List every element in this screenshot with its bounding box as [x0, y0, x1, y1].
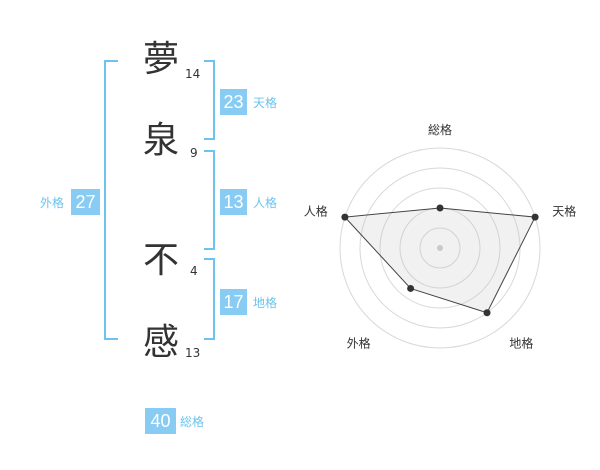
soukaku-badge: 40 [145, 408, 176, 434]
soukaku-label: 総格 [180, 415, 205, 429]
name-char-2: 泉 [143, 120, 180, 161]
tenkaku-badge: 23 [220, 89, 247, 115]
chikaku-badge: 17 [220, 289, 247, 315]
stroke-count-3: 4 [190, 264, 198, 278]
radar-point-4 [407, 284, 415, 292]
gaikaku-badge: 27 [71, 189, 100, 215]
radar-axis-label-4: 外格 [347, 335, 371, 350]
radar-axis-label-1: 総格 [428, 122, 452, 137]
chikaku-label: 地格 [253, 296, 278, 310]
radar-center [437, 245, 443, 251]
stroke-count-4: 13 [185, 346, 201, 360]
radar-axis-label-3: 地格 [509, 335, 533, 350]
radar-axis-label-2: 天格 [552, 204, 576, 219]
stroke-count-1: 14 [185, 67, 201, 81]
jinkaku-label: 人格 [253, 196, 278, 210]
radar-area [343, 207, 536, 314]
gaikaku-label: 外格 [40, 196, 65, 210]
jinkaku-badge: 13 [220, 189, 247, 215]
radar-ring [419, 227, 461, 269]
tenkaku-label: 天格 [253, 96, 278, 110]
radar-axis-label-5: 人格 [304, 204, 328, 219]
radar-ring [379, 187, 501, 309]
name-char-4: 感 [143, 322, 180, 363]
radar-point-1 [436, 204, 444, 212]
radar-point-2 [531, 213, 539, 221]
radar-point-5 [341, 213, 349, 221]
name-char-3: 不 [143, 240, 180, 281]
stroke-count-2: 9 [190, 146, 198, 160]
name-char-1: 夢 [143, 39, 180, 80]
radar-point-3 [483, 309, 491, 317]
